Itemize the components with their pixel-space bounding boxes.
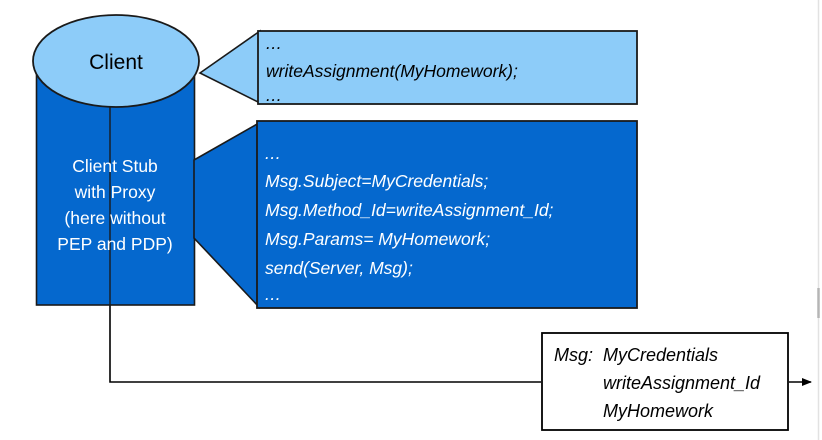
callout-stub-code[interactable]: ... Msg.Subject=MyCredentials; Msg.Metho… — [256, 120, 638, 309]
message-box-frame — [541, 332, 789, 431]
callout-stub-code-line-4: send(Server, Msg); — [265, 258, 413, 278]
client-node-label: Client — [89, 51, 143, 74]
callout-stub-code-line-2: Msg.Method_Id=writeAssignment_Id; — [265, 200, 554, 220]
callout-tail-app-code — [198, 29, 261, 105]
client-node-ellipse — [32, 14, 200, 108]
callout-stub-code-line-1: Msg.Subject=MyCredentials; — [265, 171, 488, 191]
client-node[interactable]: Client — [32, 14, 200, 108]
client-stub-label-line-1: with Proxy — [74, 182, 156, 202]
message-box-label: Msg: — [554, 345, 593, 365]
callout-app-code-line-1: writeAssignment(MyHomework); — [266, 61, 518, 81]
message-box-field-1: writeAssignment_Id — [603, 373, 761, 393]
client-stub-label-line-2: (here without — [64, 208, 165, 228]
client-stub-label: Client Stub with Proxy (here without PEP… — [57, 156, 172, 254]
callout-app-code-line-0: ... — [266, 33, 282, 53]
client-stub-label-line-3: PEP and PDP) — [57, 234, 172, 254]
callout-app-code-box — [257, 30, 638, 105]
callout-stub-code-box — [256, 120, 638, 309]
message-box[interactable]: Msg: MyCredentials writeAssignment_Id My… — [541, 332, 789, 431]
message-box-field-2: MyHomework — [603, 401, 714, 421]
callout-stub-code-line-0: ... — [265, 143, 281, 163]
callout-stub-code-line-5: ... — [265, 284, 281, 304]
callout-stub-code-line-3: Msg.Params= MyHomework; — [265, 229, 490, 249]
callout-app-code[interactable]: ... writeAssignment(MyHomework); ... — [257, 30, 638, 105]
callout-app-code-line-2: ... — [266, 85, 282, 105]
callout-tail-stub-code — [193, 121, 260, 310]
client-stub-label-line-0: Client Stub — [72, 156, 158, 176]
message-box-field-0: MyCredentials — [603, 345, 718, 365]
